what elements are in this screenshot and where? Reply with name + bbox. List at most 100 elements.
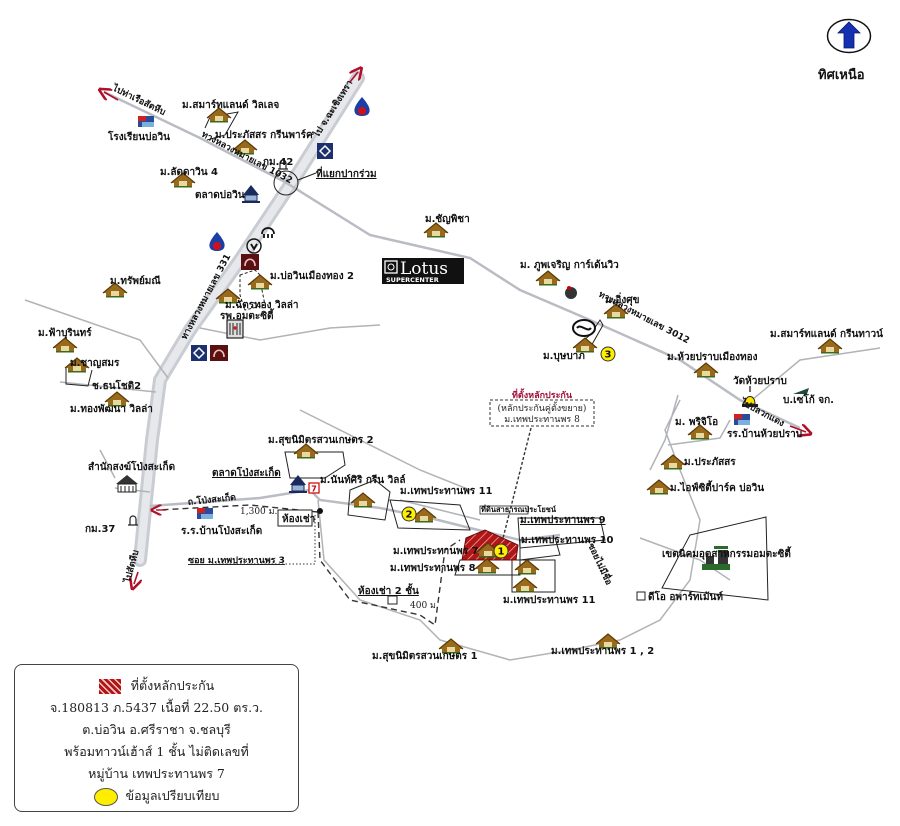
callout-village: ม.เทพประทานพร 8 (504, 415, 580, 425)
seven-eleven-icon: 7 (308, 482, 320, 494)
marker-3-label: 3 (605, 350, 612, 361)
school-icon (138, 116, 154, 127)
road-west (24, 299, 169, 379)
label-monastery: สำนักสงฆ์โป่งสะเก็ด (88, 459, 175, 473)
boundary-chansamorn (65, 368, 93, 387)
village-house-icon (293, 443, 319, 460)
label-pong-school: ร.ร.บ้านโป่งสะเก็ด (181, 523, 262, 537)
label-village: ม. ภูพเจริญ การ์เด้นวิว (520, 259, 619, 272)
label-village: ช.ธนโชติ2 (92, 379, 141, 392)
label-village: ม.ฟ้าบุรินทร์ (38, 327, 92, 339)
label-village: ม.เทพประทานพร 8 (390, 562, 476, 574)
legend-line-1: จ.180813 ภ.5437 เนื้อที่ 22.50 ตร.ว. (49, 700, 264, 715)
comparison-marker-2[interactable]: 2 (401, 506, 417, 522)
shop-icon (565, 286, 577, 299)
legend-line-3: พร้อมทาวน์เฮ้าส์ 1 ชั้น ไม่ติดเลขที่ (64, 744, 249, 759)
boundary-thep11-south (511, 559, 556, 593)
label-village: ม.เทพประทานพร 7 (393, 545, 479, 557)
ktb-bank-icon (261, 227, 275, 238)
km-post-icon (128, 515, 138, 526)
scb-bank-icon (190, 344, 208, 362)
road-south (317, 399, 701, 661)
map-legend: ที่ตั้งหลักประกัน จ.180813 ภ.5437 เนื้อท… (14, 664, 299, 812)
village-house-icon (423, 222, 449, 239)
road-thanachot (59, 381, 157, 393)
label-village: ม.สุขนิมิตรสวนเกษตร 1 (372, 650, 478, 662)
hospital-icon (226, 319, 244, 339)
boundary-nansiri (347, 479, 391, 521)
label-village: ม.สมาร์ทแลนด์ กรีนทาวน์ (770, 328, 883, 340)
village-house-icon (660, 454, 686, 471)
boundary-thep9 (517, 517, 606, 549)
market-icon (242, 185, 260, 203)
label-village: ม.เทพประทานพร 10 (521, 534, 614, 546)
legend-line-2: ต.บ่อวิน อ.ศรีราชา จ.ชลบุรี (82, 722, 231, 737)
distance-1300m: 1,300 ม. (240, 507, 278, 517)
school-icon (197, 508, 213, 519)
boundary-smartland-village (204, 111, 239, 141)
legend-line-4: หมู่บ้าน เทพประทานพร 7 (88, 766, 225, 781)
road-northeast (751, 347, 881, 401)
ptt-gas-station-icon (354, 97, 370, 116)
label-village: ม.เทพประทานพร 11 (400, 485, 493, 497)
label-village: ม.เทพประทานพร 9 (520, 514, 606, 526)
market-icon (289, 475, 307, 493)
village-house-icon (512, 577, 538, 594)
lotus-subtitle: SUPERCENTER (386, 276, 439, 284)
comparison-marker-1[interactable]: 1 (493, 543, 509, 559)
legend-subject-title: ที่ตั้งหลักประกัน (130, 678, 215, 693)
label-village: ม. พริจิโอ (675, 415, 718, 428)
label-market-bowin: ตลาดบ่อวิน (195, 189, 245, 201)
boundary-industrial (661, 516, 769, 601)
road-huaiprap-south (649, 394, 679, 471)
road-label-soi-thep-3: ซอย ม.เทพประทานพร 3 (188, 555, 285, 566)
label-village: ม.บุษบาภ (543, 351, 585, 362)
village-house-icon (350, 492, 376, 509)
label-village: ม.ฉัตรทอง วิลล่า (225, 299, 299, 311)
label-village: ม.ประภัสสร กรีนพาร์ค (215, 129, 313, 141)
callout-subtitle: (หลักประกันคู่ตั้งขยาย) (498, 401, 587, 414)
label-school-huaiprap: รร.บ้านห้วยปราบ (727, 428, 802, 440)
label-village: ม.ชาญสมร (70, 358, 120, 369)
village-house-icon (535, 270, 561, 287)
company-icon (793, 388, 809, 394)
label-hospital: รพ.อมตะซิตี้ (220, 308, 275, 322)
label-village: ม.นันท์ศิริ กรีน วิลล์ (320, 474, 405, 486)
monastery-icon (116, 475, 138, 493)
label-village: ม.ทรัพย์มณี (110, 275, 161, 287)
compass-label: ทิศเหนือ (818, 68, 865, 83)
boundary-thep10 (519, 537, 561, 561)
label-industrial-estate: เขตนิคมอุตสาหกรรมอมตะซิตี้ (662, 546, 792, 560)
bangchak-icon (246, 238, 262, 254)
junction-circle (273, 170, 299, 196)
road-diagonal-center (299, 409, 471, 491)
highway-331-inner (136, 74, 362, 564)
route-dashed-south (317, 511, 461, 627)
distance-400m: 400 ม. (410, 601, 439, 611)
subject-callout: ที่ตั้งหลักประกัน (หลักประกันคู่ตั้งขยาย… (489, 388, 595, 427)
junction-dot (317, 508, 323, 514)
label-village: ม.สุขนิมิตรสวนเกษตร 2 (268, 434, 374, 446)
bank-kasikorn-icon (572, 319, 596, 337)
road-label-no-name-soi: ซอยไม่มีชื่อ (585, 541, 616, 587)
soi-thep3-dotted (212, 515, 316, 565)
arrow-to-chachoengsao (350, 72, 358, 83)
label-village: ม.สมาร์ทแลนด์ วิลเลจ (182, 99, 279, 111)
label-village: ม.ประภัสสร (684, 456, 736, 468)
label-school-bowin: โรงเรียนบ่อวิน (107, 130, 170, 143)
label-village: ม.ชัญพิชา (425, 213, 470, 225)
village-house-icon (514, 559, 540, 576)
label-public-area: ที่ดินสาธารณประโยชน์ (481, 503, 557, 514)
legend-subject-row: ที่ตั้งหลักประกัน (15, 675, 298, 697)
north-arrow-icon (826, 18, 872, 54)
temple-icon (742, 386, 758, 407)
arrow-to-pluak-daeng (789, 426, 806, 432)
callout-title: ที่ตั้งหลักประกัน (512, 388, 573, 401)
gsb-bank-icon (209, 344, 229, 362)
comparison-marker-3[interactable]: 3 (600, 346, 616, 362)
label-village: ม.บ่อวินเมืองทอง 2 (270, 270, 354, 282)
village-house-icon (817, 338, 843, 355)
lotus-logo: Lotus SUPERCENTER (382, 258, 464, 284)
svg-text:7: 7 (311, 485, 317, 494)
village-house-icon (52, 337, 78, 354)
